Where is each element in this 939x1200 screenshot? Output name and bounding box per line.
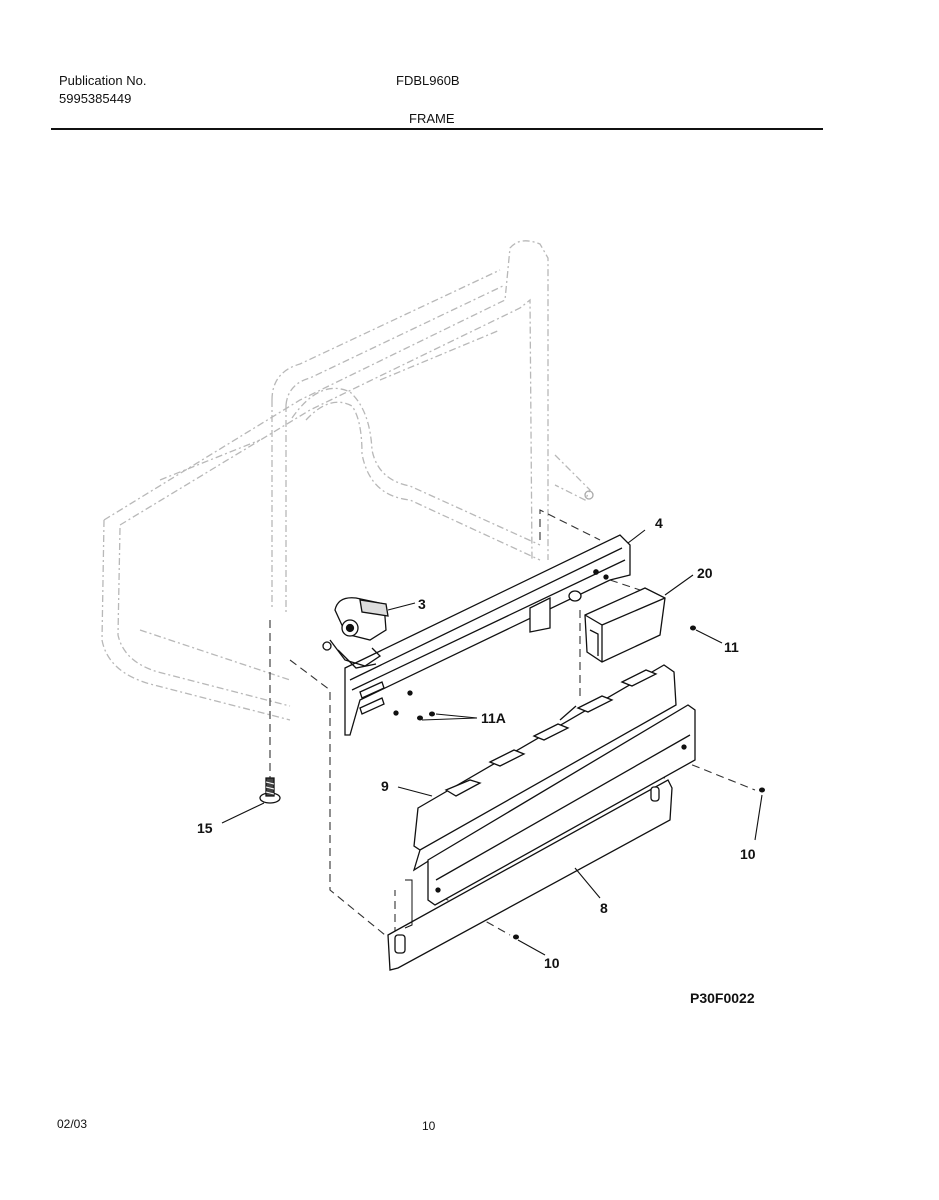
callout-10-bottom: 10 (544, 955, 560, 971)
callout-11a: 11A (481, 710, 506, 726)
lower-panel (387, 779, 673, 971)
publication-number: 5995385449 (59, 91, 132, 106)
header-rule (51, 128, 823, 130)
callout-10-right: 10 (740, 846, 756, 862)
callout-4: 4 (655, 515, 663, 531)
publication-label: Publication No. (59, 73, 147, 88)
box-part-20 (584, 587, 666, 663)
baffle-part-9 (412, 664, 677, 872)
callout-8: 8 (600, 900, 608, 916)
section-title: FRAME (409, 111, 455, 126)
kick-plate-part-8 (427, 704, 696, 906)
callout-20: 20 (697, 565, 713, 581)
mounting-rail-part-4 (344, 534, 631, 736)
tub-frame-outline (101, 240, 591, 721)
figure-code: P30F0022 (690, 990, 755, 1006)
callout-3: 3 (418, 596, 426, 612)
callout-11: 11 (724, 639, 739, 655)
callout-leaders (221, 529, 763, 956)
screws (417, 625, 765, 940)
leveling-leg-part-15 (259, 777, 281, 804)
revision-date: 02/03 (57, 1117, 88, 1131)
callout-15: 15 (197, 820, 213, 836)
callout-9: 9 (381, 778, 389, 794)
page-number: 10 (422, 1119, 436, 1133)
hinge-pin-icon (584, 490, 594, 500)
model-number: FDBL960B (396, 73, 460, 88)
valve-part-3 (322, 597, 389, 669)
